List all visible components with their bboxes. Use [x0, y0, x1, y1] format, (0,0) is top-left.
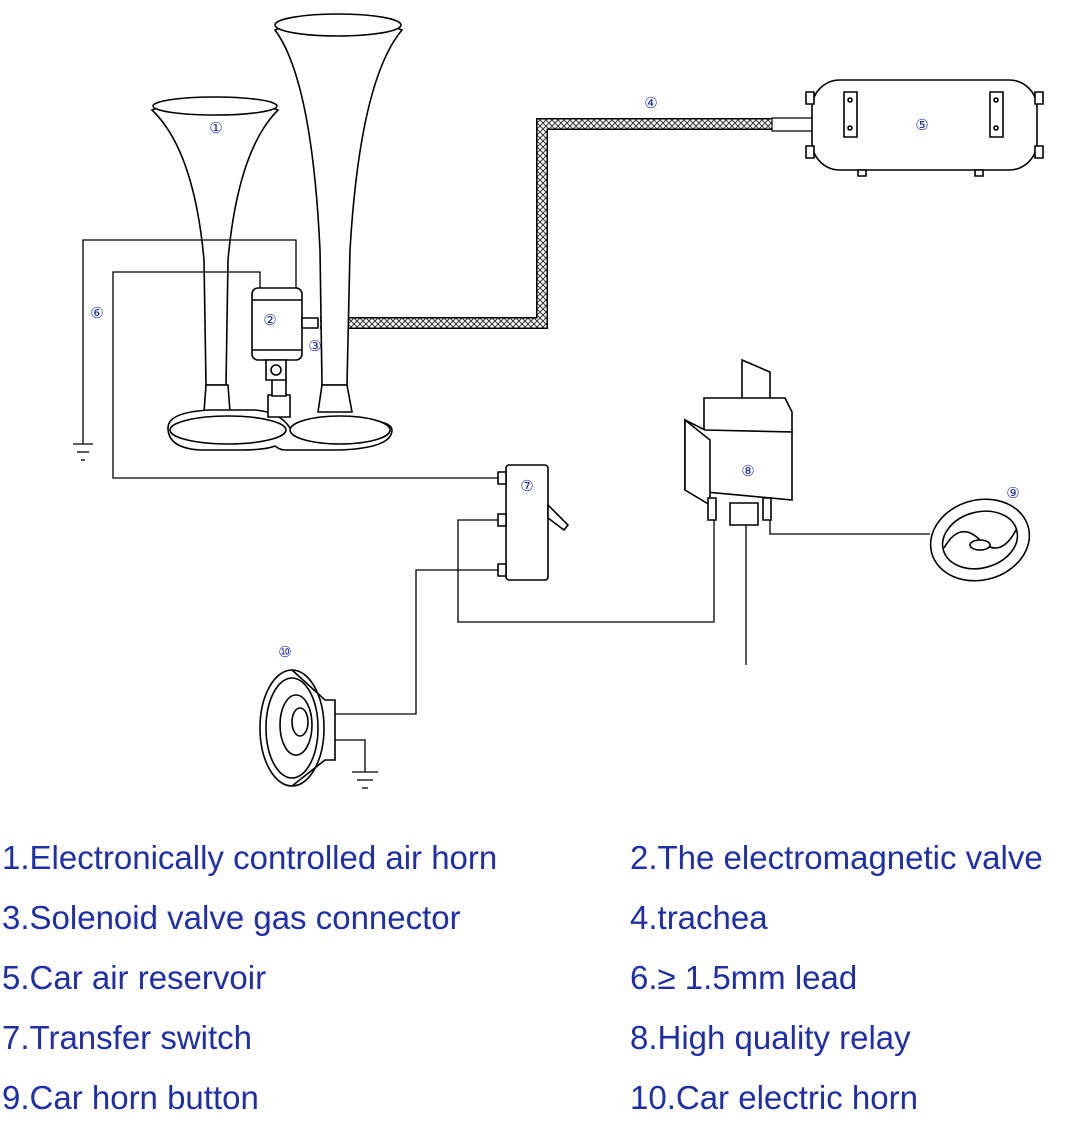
legend-row: 9.Car horn button 10.Car electric horn: [0, 1078, 1089, 1118]
wires: [83, 240, 930, 772]
legend-item: 7.Transfer switch: [2, 1019, 253, 1056]
transfer-switch: [498, 465, 568, 580]
ground-symbol: [73, 444, 93, 460]
trachea-hose: [320, 118, 814, 323]
callout-4: ④: [644, 94, 657, 112]
legend-row: 7.Transfer switch 8.High quality relay: [0, 1018, 1089, 1058]
callout-10: ⑩: [278, 643, 291, 661]
steering-wheel: [921, 488, 1038, 591]
legend-item: 10.Car electric horn: [630, 1079, 918, 1116]
legend-item: 6.≥ 1.5mm lead: [630, 959, 858, 996]
wiring-diagram: ① ② ③ ④ ⑤ ⑥ ⑦ ⑧ ⑨ ⑩: [0, 0, 1089, 800]
legend-item: 1.Electronically controlled air horn: [2, 839, 498, 876]
callout-1: ①: [209, 119, 222, 137]
callout-7: ⑦: [520, 477, 533, 495]
legend-item: 2.The electromagnetic valve: [630, 839, 1043, 876]
callout-6: ⑥: [90, 304, 103, 322]
legend-item: 9.Car horn button: [2, 1079, 259, 1116]
solenoid-valve: [252, 288, 318, 380]
relay: [685, 360, 792, 525]
callout-2: ②: [263, 311, 276, 329]
legend-row: 1.Electronically controlled air horn 2.T…: [0, 838, 1089, 878]
legend-row: 3.Solenoid valve gas connector 4.trachea: [0, 898, 1089, 938]
legend-item: 4.trachea: [630, 899, 768, 936]
electric-horn-speaker: [260, 670, 335, 786]
legend-item: 3.Solenoid valve gas connector: [2, 899, 461, 936]
callout-8: ⑧: [741, 462, 754, 480]
air-reservoir: [806, 80, 1043, 176]
callout-9: ⑨: [1006, 484, 1019, 502]
callout-5: ⑤: [915, 116, 928, 134]
legend-row: 5.Car air reservoir 6.≥ 1.5mm lead: [0, 958, 1089, 998]
callout-3: ③: [308, 337, 321, 355]
legend-item: 5.Car air reservoir: [2, 959, 267, 996]
air-horn: [152, 14, 402, 450]
ground-symbol: [352, 772, 378, 788]
legend-item: 8.High quality relay: [630, 1019, 911, 1056]
